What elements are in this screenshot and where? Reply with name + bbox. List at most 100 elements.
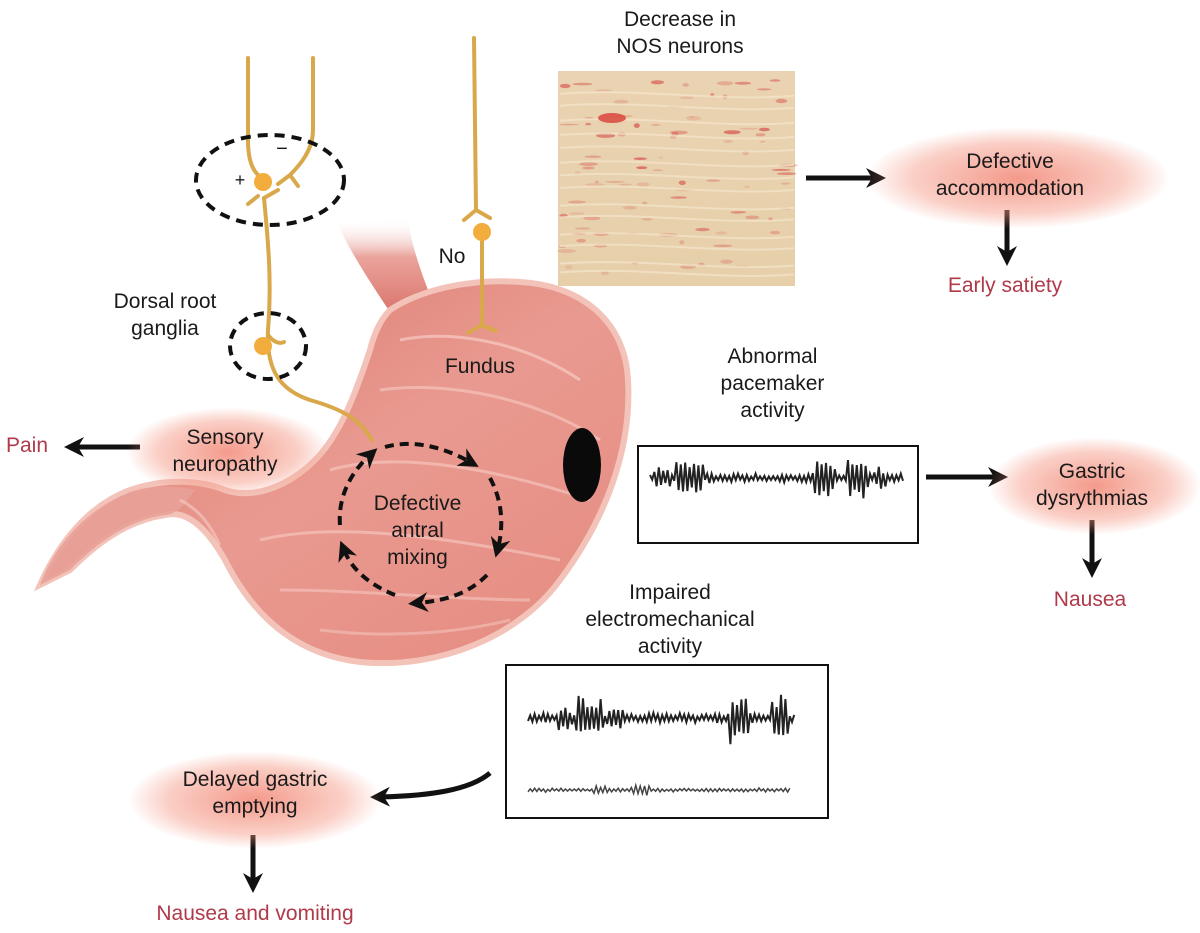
histology-fiber (559, 185, 795, 193)
pacemaker-region (563, 428, 601, 502)
histology-speck (715, 231, 728, 235)
histology-fiber (559, 214, 795, 222)
label-early-satiety: Early satiety (947, 274, 1063, 297)
histology-speck (682, 83, 689, 87)
histology-speck (730, 211, 747, 214)
histology-fiber (559, 91, 795, 99)
glow-gastric-dysrhythmias (990, 438, 1200, 534)
label-minus: − (276, 138, 288, 160)
synapse-ellipse (194, 133, 346, 227)
nerve-pathway-nos (462, 36, 498, 335)
histology-speck (745, 215, 760, 220)
histology-speck (776, 172, 797, 175)
label-dorsal-root-ganglia: Dorsal root ganglia (113, 290, 217, 340)
glow-delayed-emptying (130, 752, 380, 848)
histology-speck (734, 81, 752, 85)
pacemaker-trace (649, 459, 904, 499)
histology-speck (641, 217, 653, 221)
histology-speck (604, 181, 625, 183)
histology-speck (706, 179, 721, 182)
histology-speck (569, 212, 585, 216)
histology-image (557, 71, 798, 286)
label-nausea-vomiting: Nausea and vomiting (156, 902, 354, 925)
ganglion-ellipse (228, 311, 308, 381)
histology-speck (583, 216, 601, 221)
antral-mixing-cycle (337, 441, 511, 613)
label-plus: + (234, 170, 246, 190)
label-impaired-electromechanical: Impaired electromechanical activity (585, 581, 755, 658)
histology-fiber (559, 145, 795, 153)
electromechanical-trace-lower (527, 782, 791, 797)
histology-speck (758, 127, 771, 132)
histology-speck (670, 196, 687, 199)
histology-speck (731, 211, 744, 215)
histology-speck (760, 140, 766, 143)
histology-speck (618, 183, 632, 186)
label-gastric-dysrhythmias: Gastric dysrythmias (1035, 460, 1149, 510)
electromechanical-trace-box (505, 664, 829, 819)
label-nausea: Nausea (1053, 588, 1127, 611)
histology-speck (775, 98, 788, 104)
histology-fiber (559, 172, 795, 180)
histology-speck (720, 259, 733, 264)
glow-defective-accommodation (868, 128, 1168, 228)
histology-speck (576, 238, 586, 243)
histology-speck (755, 133, 766, 137)
histology-fiber (559, 160, 795, 168)
histology-speck (613, 99, 629, 104)
neuron-body-nos (473, 223, 491, 241)
histology-speck (651, 123, 661, 127)
histology-fiber (559, 269, 795, 277)
histology-fiber (559, 203, 795, 211)
histology-speck (557, 249, 576, 253)
histology-speck (559, 83, 571, 89)
histology-speck (564, 265, 573, 270)
histology-speck (633, 123, 640, 128)
histology-speck (689, 115, 695, 119)
arrow-trace-to-delayed-emptying (370, 771, 492, 807)
histology-speck (652, 169, 663, 171)
histology-speck (723, 130, 741, 135)
histology-speck (585, 183, 605, 186)
histology-speck (743, 185, 750, 188)
histology-cell-cluster (598, 113, 626, 123)
histology-speck (636, 182, 650, 187)
label-delayed-emptying: Delayed gastric emptying (182, 768, 328, 818)
label-fundus: Fundus (444, 355, 516, 378)
histology-speck (713, 244, 733, 247)
histology-speck (568, 200, 587, 204)
histology-speck (572, 82, 593, 86)
esophagus (338, 218, 432, 315)
electromechanical-trace-upper (527, 694, 796, 745)
histology-speck (679, 96, 695, 100)
histology-speck (584, 155, 602, 158)
histology-speck (594, 89, 613, 92)
histology-speck (622, 205, 637, 210)
label-no: No (438, 245, 466, 268)
histology-speck (739, 127, 759, 130)
label-sensory-neuropathy: Sensory neuropathy (172, 426, 278, 476)
histology-speck (723, 140, 734, 143)
arrows (64, 168, 1102, 893)
histology-speck (678, 180, 686, 186)
histology-fiber (559, 118, 795, 126)
histology-speck (574, 227, 591, 230)
glow-sensory-neuropathy (128, 408, 328, 496)
pacemaker-trace-box (637, 445, 919, 544)
histology-fiber (559, 103, 795, 111)
label-defective-antral-mixing: Defective antral mixing (373, 492, 462, 569)
histology-speck (633, 157, 647, 160)
label-pain: Pain (5, 434, 49, 457)
histology-speck (582, 166, 595, 170)
histology-speck (679, 240, 685, 245)
histology-fiber (559, 132, 795, 140)
neuron-body-ganglion (254, 337, 272, 355)
histology-speck (579, 162, 598, 167)
histology-speck (642, 201, 648, 205)
label-defective-accommodation: Defective accommodation (935, 150, 1085, 200)
histology-fiber (559, 261, 795, 269)
histology-fiber (559, 232, 795, 240)
histology-speck (650, 80, 665, 85)
label-abnormal-pacemaker: Abnormal pacemaker activity (720, 345, 825, 422)
